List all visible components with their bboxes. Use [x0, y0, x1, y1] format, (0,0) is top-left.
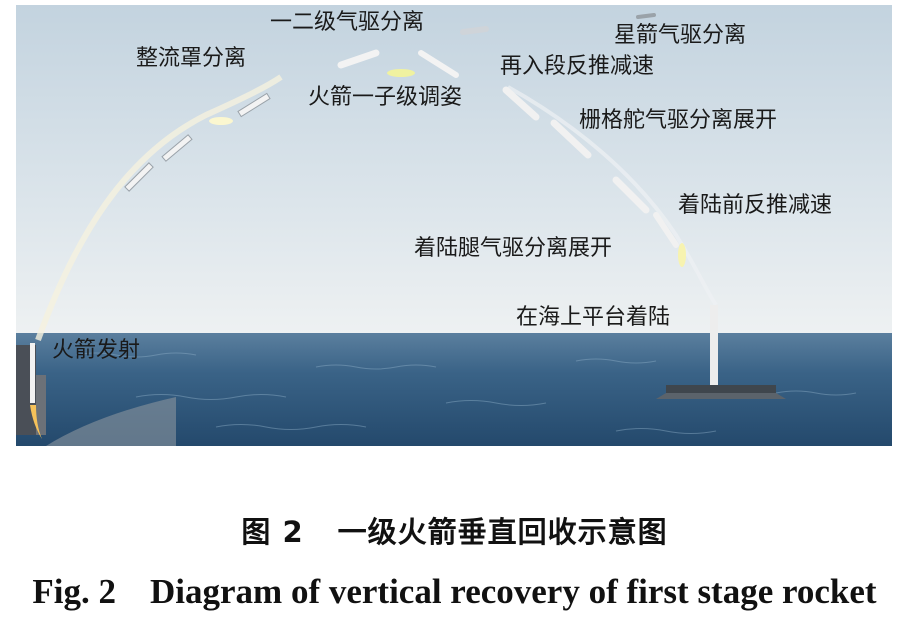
label-sea-landing: 在海上平台着陆: [516, 305, 671, 330]
sea-waves: [75, 352, 857, 434]
landed-rocket: [710, 305, 718, 385]
sea-platform: [656, 385, 786, 399]
descending-rockets: [502, 86, 679, 248]
sky: [16, 5, 892, 335]
caption-en-number: Fig. 2: [32, 572, 116, 611]
figure-caption-english: Fig. 2 Diagram of vertical recovery of fi…: [0, 572, 909, 612]
label-launch: 火箭发射: [52, 338, 141, 363]
caption-cn-number: 图 2: [241, 515, 304, 549]
label-stage-separation: 一二级气驱分离: [270, 10, 425, 35]
figure-caption-chinese: 图 2 一级火箭垂直回收示意图: [0, 509, 909, 551]
stage-one-coast: [337, 49, 380, 69]
caption-cn-title: 一级火箭垂直回收示意图: [337, 515, 668, 549]
satellite: [636, 13, 656, 19]
ascending-rockets: [124, 92, 271, 192]
fairing-debris: [209, 117, 233, 125]
recovery-illustration: [16, 5, 892, 446]
label-attitude-adjustment: 火箭一子级调姿: [308, 85, 463, 110]
stage-two-coast: [418, 50, 459, 78]
landing-burn-flame: [678, 243, 686, 267]
descent-trajectory: [507, 85, 718, 307]
caption-en-title: Diagram of vertical recovery of first st…: [150, 572, 877, 611]
launch-flame: [30, 405, 42, 439]
upper-stage: [460, 26, 489, 35]
label-landing-legs: 着陆腿气驱分离展开: [414, 236, 613, 261]
label-grid-fin-deploy: 栅格舵气驱分离展开: [579, 108, 778, 133]
attitude-flame: [387, 69, 415, 77]
label-landing-burn: 着陆前反推减速: [678, 193, 833, 218]
label-reentry-deceleration: 再入段反推减速: [500, 54, 655, 79]
ascent-trajectory: [35, 74, 283, 342]
label-fairing-separation: 整流罩分离: [136, 46, 247, 71]
label-satellite-separation: 星箭气驱分离: [614, 23, 747, 48]
launch-rocket: [30, 343, 35, 403]
